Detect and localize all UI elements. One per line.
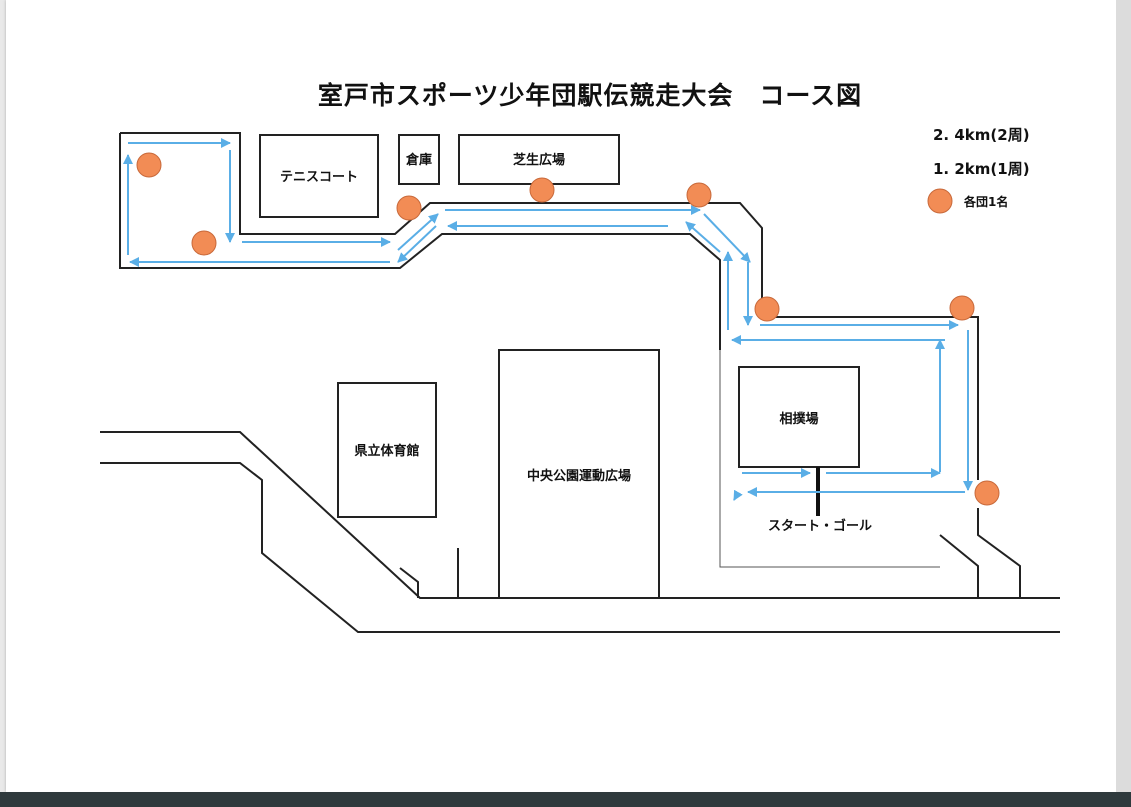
legend-marshal-label: 各団1名 <box>963 194 1008 209</box>
storehouse-label: 倉庫 <box>405 152 432 168</box>
course-corridor-inner <box>119 133 721 350</box>
road-stub-a <box>399 567 419 598</box>
road-east-bend-outer <box>977 508 1021 598</box>
marshal-points <box>136 152 1000 506</box>
central-park-field <box>498 349 660 599</box>
tennis-court-building <box>259 134 379 218</box>
course-corridor-outline <box>120 132 979 480</box>
legend-distance-long: 2. 4km(2周) <box>933 126 1030 144</box>
marshal-point <box>191 230 217 256</box>
sumo-area-boundary <box>719 350 940 568</box>
sumo-ring-building <box>738 366 860 468</box>
legend-distance-short: 1. 2km(1周) <box>933 160 1030 178</box>
start-goal-label: スタート・ゴール <box>768 518 872 534</box>
central-park-label: 中央公園運動広場 <box>527 468 631 484</box>
lawn-plaza-label: 芝生広場 <box>513 152 565 168</box>
tennis-court-label: テニスコート <box>280 170 358 185</box>
prefectural-gym-building <box>337 382 437 518</box>
map-title: 室戸市スポーツ少年団駅伝競走大会 コース図 <box>318 81 862 110</box>
road-east-bend-inner <box>939 534 979 598</box>
marshal-point <box>529 177 555 203</box>
sumo-ring-label: 相撲場 <box>779 411 818 427</box>
prefectural-gym-label: 県立体育館 <box>354 443 419 459</box>
road-west-upper <box>100 431 1060 599</box>
marshal-point <box>949 295 975 321</box>
route-arrows <box>123 138 973 501</box>
marshal-point <box>396 195 422 221</box>
legend-marshal-swatch <box>927 188 953 214</box>
storehouse-building <box>398 134 440 185</box>
bottom-bar <box>0 792 1131 807</box>
legend: 2. 4km(2周) 1. 2km(1周) 各団1名 <box>927 126 1030 214</box>
viewer-margin <box>1116 0 1131 792</box>
marshal-point <box>754 296 780 322</box>
marshal-point <box>686 182 712 208</box>
road-west-lower <box>100 462 1060 633</box>
marshal-point <box>136 152 162 178</box>
marshal-point <box>974 480 1000 506</box>
